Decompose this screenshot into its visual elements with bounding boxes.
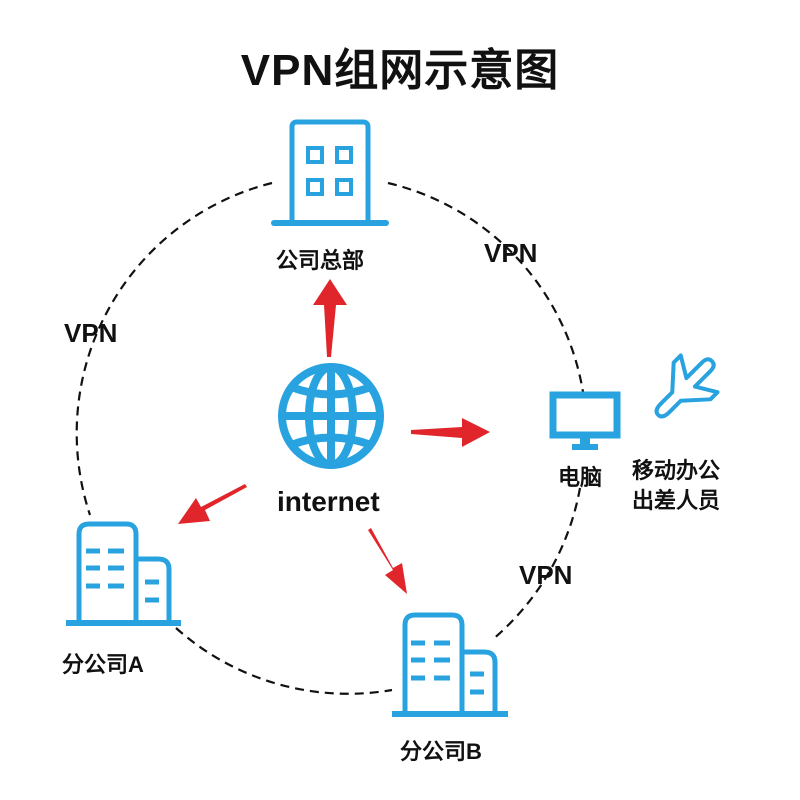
node-label-pc: 电脑	[558, 465, 603, 490]
mobile-worker-label-line2: 出差人员	[632, 488, 721, 513]
airplane-icon	[654, 353, 720, 419]
vpn-ring-arc-hq-right	[387, 181, 585, 393]
node-label-branch-b: 分公司B	[400, 739, 482, 764]
vpn-label-hq-pc: VPN	[484, 238, 538, 268]
internet-label: internet	[277, 486, 380, 517]
node-label-hq: 公司总部	[276, 248, 365, 273]
vpn-ring-arc-pc-b	[491, 487, 582, 641]
globe-icon	[278, 363, 384, 469]
mobile-worker-label: 移动办公 出差人员	[632, 456, 720, 516]
monitor-icon	[549, 391, 621, 450]
arrow-to-branch-b	[368, 528, 407, 594]
diagram-title: VPN组网示意图	[240, 46, 560, 95]
vpn-ring-arc-a-b	[175, 627, 393, 695]
node-label-branch-a: 分公司A	[62, 652, 144, 677]
vpn-ring	[75, 181, 585, 695]
arrow-to-pc	[411, 418, 490, 447]
branch-building-icon	[66, 521, 181, 626]
office-building-icon	[271, 119, 389, 226]
arrow-to-branch-a	[178, 484, 247, 524]
vpn-label-pc-branch-b: VPN	[519, 560, 573, 590]
vpn-label-hq-branch-a: VPN	[64, 318, 118, 348]
mobile-worker-label-line1: 移动办公	[632, 458, 721, 483]
arrows	[178, 279, 490, 594]
arrow-to-hq	[313, 279, 347, 357]
branch-building-icon	[392, 612, 508, 717]
vpn-ring-arc-hq-left	[75, 181, 273, 516]
